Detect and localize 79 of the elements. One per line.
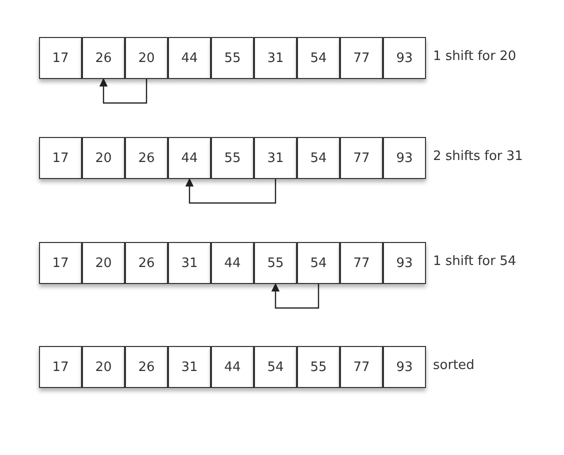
cell-value: 44 [224,360,241,374]
cell-value: 31 [181,256,198,270]
array-cell [254,37,297,79]
cell-value: 20 [95,256,112,270]
cell-value: 17 [52,360,69,374]
array-cell [211,37,254,79]
array-cell [211,242,254,284]
shift-arrow [185,178,276,204]
array-cell [383,137,426,179]
cell-value: 20 [138,50,155,66]
cell-value: 93 [396,360,413,374]
array-cell [125,346,168,388]
row-note: sorted [433,358,474,373]
cell-value: 44 [181,50,198,66]
cell-value: 17 [52,150,69,166]
cell-value: 77 [353,50,370,66]
cell-value: 54 [267,360,284,374]
array-cell [340,242,383,284]
shift-arrow [271,283,320,309]
array-cell [39,137,82,179]
shift-arrow [99,78,148,104]
row-note: 1 shift for 20 [433,49,516,64]
cell-value: 20 [95,150,112,166]
array-cell [168,37,211,79]
array-cell [39,346,82,388]
array-cell [168,346,211,388]
cell-value: 17 [52,256,69,270]
cell-value: 77 [353,256,370,270]
array-cell [211,137,254,179]
cell-value: 31 [267,150,284,166]
array-cell [125,137,168,179]
cell-value: 20 [95,360,112,374]
cell-value: 77 [353,150,370,166]
array-cell [383,37,426,79]
cell-value: 31 [181,360,198,374]
cell-value: 26 [95,50,112,66]
array-cell [211,346,254,388]
cell-value: 93 [396,50,413,66]
cell-value: 54 [310,50,327,66]
array-cell [340,137,383,179]
array-cell [340,37,383,79]
array-cell [297,37,340,79]
array-cell [383,346,426,388]
array-cell [168,242,211,284]
array-cell [383,242,426,284]
cell-value: 31 [267,50,284,66]
cell-value: 77 [353,360,370,374]
array-cell [39,37,82,79]
array-cell [254,137,297,179]
array-cell [254,346,297,388]
cell-value: 54 [310,150,327,166]
array-cell [82,37,125,79]
cell-value: 26 [138,150,155,166]
cell-value: 54 [310,256,327,270]
array-cell [297,346,340,388]
cell-value: 55 [224,150,241,166]
cell-value: 44 [224,256,241,270]
array-cell [82,346,125,388]
array-cell [297,242,340,284]
cell-value: 55 [224,50,241,66]
cell-value: 17 [52,50,69,66]
array-cell [125,37,168,79]
array-cell [254,242,297,284]
cell-value: 93 [396,256,413,270]
cell-value: 26 [138,360,155,374]
cell-value: 93 [396,150,413,166]
array-cell [82,137,125,179]
row-note: 1 shift for 54 [433,254,516,269]
array-cell [82,242,125,284]
array-cell [168,137,211,179]
cell-value: 44 [181,150,198,166]
cell-value: 26 [138,256,155,270]
array-cell [297,137,340,179]
array-cell [39,242,82,284]
array-cell [340,346,383,388]
cell-value: 55 [267,256,284,270]
array-cell [125,242,168,284]
row-note: 2 shifts for 31 [433,149,523,164]
cell-value: 55 [310,360,327,374]
